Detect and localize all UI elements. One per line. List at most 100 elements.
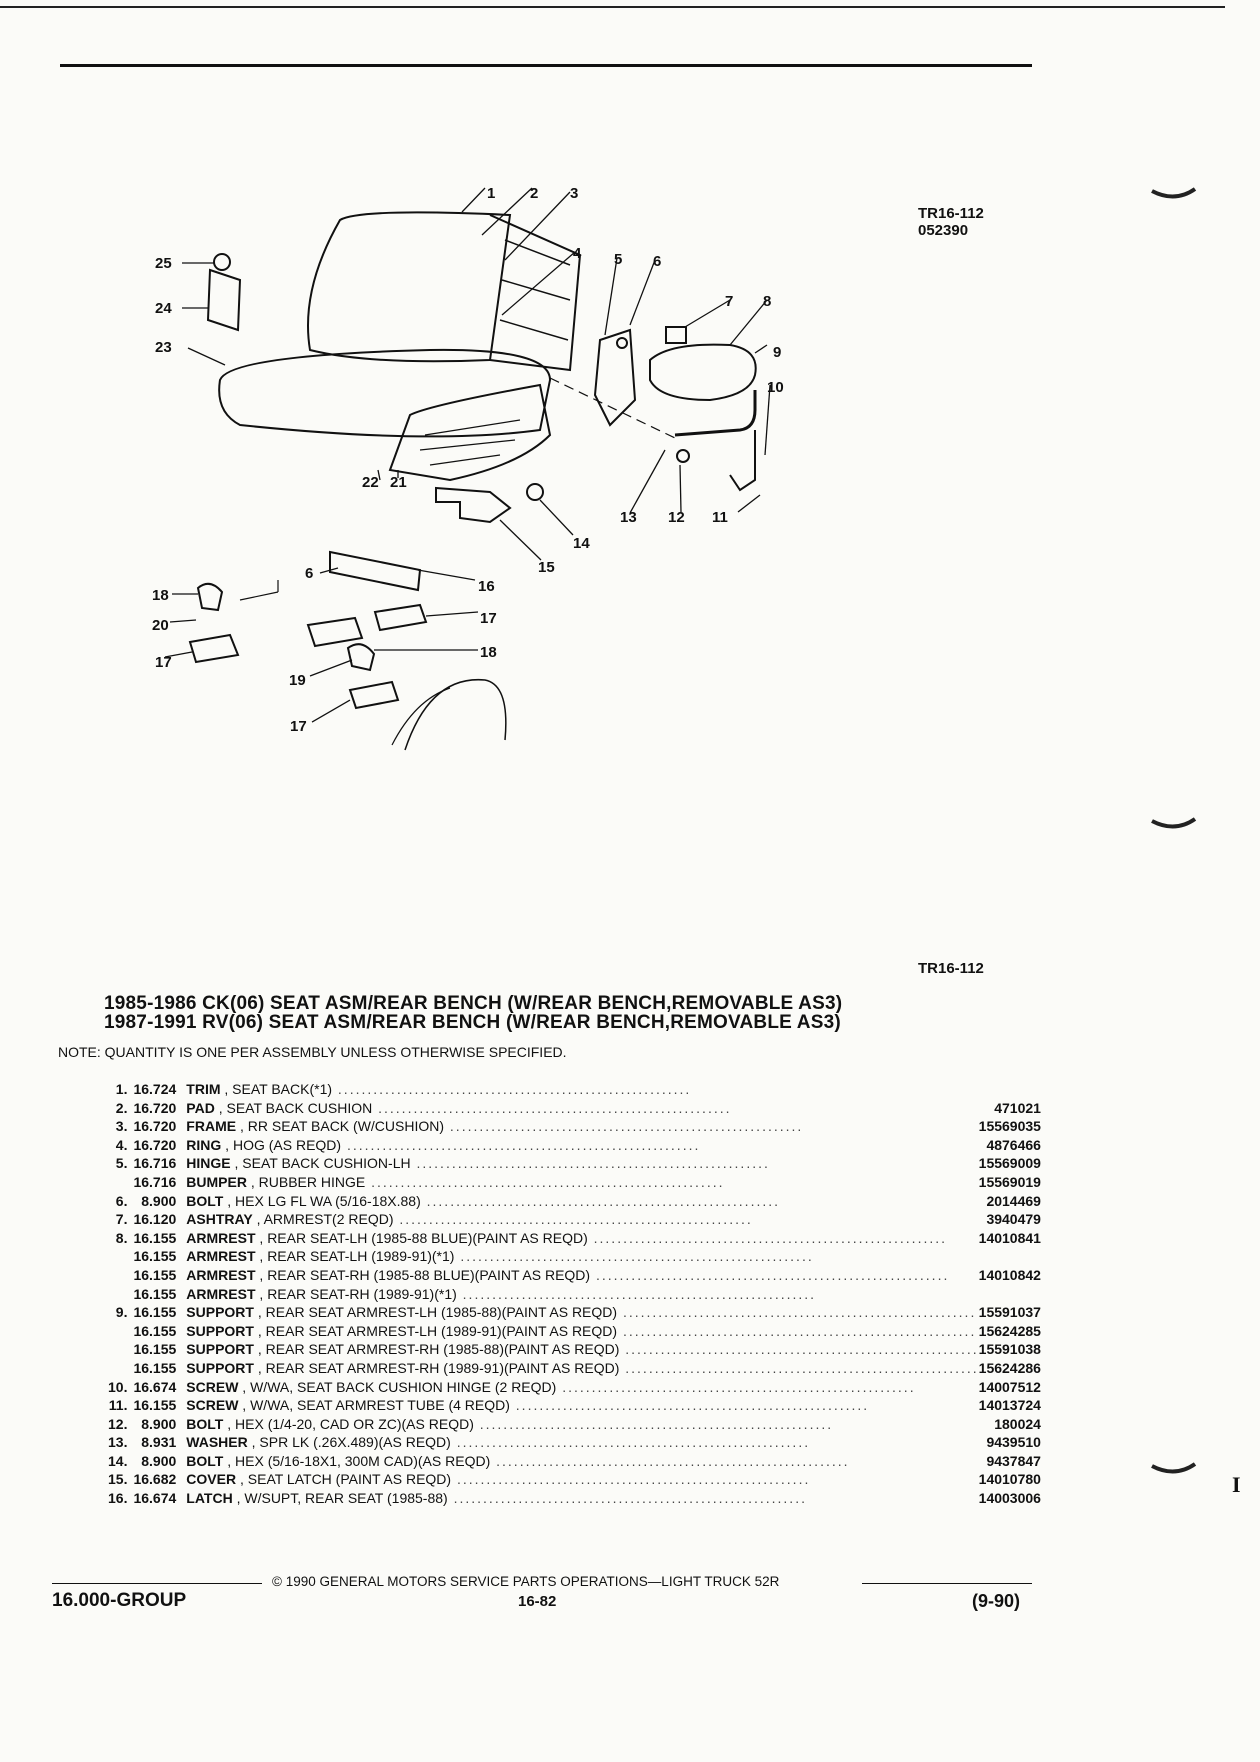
callout-18b: 18	[480, 644, 497, 661]
floor-plate-2	[373, 603, 428, 632]
callout-17a: 17	[480, 610, 497, 627]
group-code: 16.720	[133, 1136, 177, 1153]
item-number	[108, 1322, 133, 1341]
part-description: LATCH , W/SUPT, REAR SEAT (1985-88) ....…	[186, 1489, 978, 1508]
leader-dots: ........................................…	[450, 1434, 811, 1451]
item-number: 13.	[108, 1434, 128, 1451]
part-name: ARMREST	[186, 1229, 256, 1246]
item-number	[108, 1340, 133, 1359]
part-number: 15591038	[978, 1341, 1041, 1358]
group-code: 16.155	[133, 1229, 177, 1246]
callout-2: 2	[530, 185, 538, 202]
callout-18a: 18	[152, 587, 169, 604]
group-code: 16.724	[133, 1081, 177, 1097]
part-number: 15569009	[978, 1155, 1041, 1172]
group-code: 16.155	[133, 1397, 177, 1414]
seat-back-cushion	[307, 211, 512, 363]
part-detail: , W/WA, SEAT ARMREST TUBE (4 REQD)	[238, 1397, 510, 1414]
part-number: 180024	[994, 1415, 1041, 1432]
part-name: LATCH	[186, 1490, 233, 1507]
part-detail: , W/SUPT, REAR SEAT (1985-88)	[232, 1490, 448, 1507]
part-name: ASHTRAY	[186, 1211, 253, 1228]
part-name: BUMPER	[186, 1173, 247, 1190]
item-number	[108, 1247, 133, 1266]
assembly-title-2: 1987-1991 RV(06) SEAT ASM/REAR BENCH (W/…	[104, 1012, 841, 1033]
group-code: 16.716	[133, 1173, 177, 1190]
item-number: 14.	[108, 1452, 128, 1469]
figure-ref-date: 052390	[918, 222, 969, 239]
part-detail: , REAR SEAT ARMREST-LH (1985-88)(PAINT A…	[253, 1304, 618, 1321]
group-code: 16.155	[133, 1266, 177, 1283]
page-number: 16-82	[518, 1593, 557, 1610]
part-name: ARMREST	[186, 1266, 256, 1283]
part-number: 15591037	[978, 1304, 1041, 1321]
callout-21: 21	[390, 474, 407, 491]
part-name: COVER	[186, 1471, 237, 1488]
latch-part	[329, 550, 422, 592]
group-code: 16.682	[133, 1471, 177, 1488]
part-detail: , REAR SEAT ARMREST-RH (1985-88)(PAINT A…	[253, 1341, 620, 1358]
leader-dots: ........................................…	[473, 1415, 834, 1432]
header-rule	[60, 64, 1032, 67]
leader-dots: ........................................…	[454, 1248, 814, 1265]
callout-12: 12	[668, 509, 685, 526]
part-name: SCREW	[186, 1378, 239, 1395]
part-name: PAD	[186, 1099, 215, 1116]
assembly-title-1: 1985-1986 CK(06) SEAT ASM/REAR BENCH (W/…	[104, 993, 843, 1014]
part-detail: , SPR LK (.26X.489)(AS REQD)	[247, 1434, 451, 1451]
leader-dots: ........................................…	[341, 1136, 701, 1153]
footer-rule-right	[862, 1583, 1032, 1584]
part-detail: , HEX LG FL WA (5/16-18X.88)	[223, 1192, 421, 1209]
figure-ref-code: TR16-112	[918, 205, 984, 222]
figure-ref-block: TR16-112 052390	[918, 205, 984, 239]
part-number: 14013724	[978, 1397, 1041, 1414]
leader-dots: ........................................…	[490, 1452, 850, 1469]
part-number: 14010780	[978, 1471, 1041, 1488]
part-detail: , W/WA, SEAT BACK CUSHION HINGE (2 REQD)	[238, 1378, 557, 1395]
group-code: 16.674	[133, 1378, 177, 1395]
item-number: 5.	[115, 1155, 128, 1172]
seat-hinge-bracket	[206, 268, 242, 332]
figure-bottom-ref: TR16-112	[918, 960, 984, 977]
part-detail: , ARMREST(2 REQD)	[252, 1211, 394, 1228]
leader-dots: ........................................…	[617, 1322, 977, 1339]
group-code: 8.900	[141, 1415, 177, 1432]
part-number: 14003006	[978, 1490, 1041, 1507]
latch-clip-1	[196, 582, 224, 612]
part-number: 471021	[994, 1099, 1041, 1116]
part-name: BOLT	[186, 1415, 224, 1432]
part-description: ARMREST , REAR SEAT-LH (1989-91)(*1) ...…	[186, 1247, 978, 1266]
callout-15: 15	[538, 559, 555, 576]
item-number: 3.	[115, 1118, 128, 1135]
part-number: 14010842	[978, 1266, 1041, 1283]
hinge-part	[593, 328, 637, 427]
item-number: 6.	[115, 1192, 128, 1209]
part-description: BOLT , HEX (1/4-20, CAD OR ZC)(AS REQD) …	[186, 1415, 978, 1434]
item-number	[108, 1173, 133, 1192]
callout-19: 19	[289, 672, 306, 689]
part-name: BOLT	[186, 1452, 224, 1469]
part-name: WASHER	[186, 1434, 248, 1451]
part-description: BOLT , HEX (5/16-18X1, 300M CAD)(AS REQD…	[186, 1452, 978, 1471]
part-detail: , REAR SEAT-RH (1989-91)(*1)	[255, 1285, 457, 1302]
leader-dots: ........................................…	[365, 1173, 725, 1190]
exploded-view-illustration: 1 2 3 4 5 6 7 8 9 10 11 12 13 14 15 16 1…	[152, 185, 784, 751]
part-name: ARMREST	[186, 1248, 256, 1265]
quantity-note: NOTE: QUANTITY IS ONE PER ASSEMBLY UNLES…	[58, 1044, 567, 1060]
part-name: RING	[186, 1136, 222, 1153]
part-number: 15624286	[978, 1359, 1041, 1376]
part-name: TRIM	[186, 1081, 221, 1097]
group-code: 16.155	[133, 1322, 177, 1339]
part-number: 15569019	[978, 1173, 1041, 1190]
part-name: SUPPORT	[186, 1341, 254, 1358]
group-code: 16.716	[133, 1155, 177, 1172]
callout-22: 22	[362, 474, 379, 491]
leader-dots: ........................................…	[556, 1378, 916, 1395]
